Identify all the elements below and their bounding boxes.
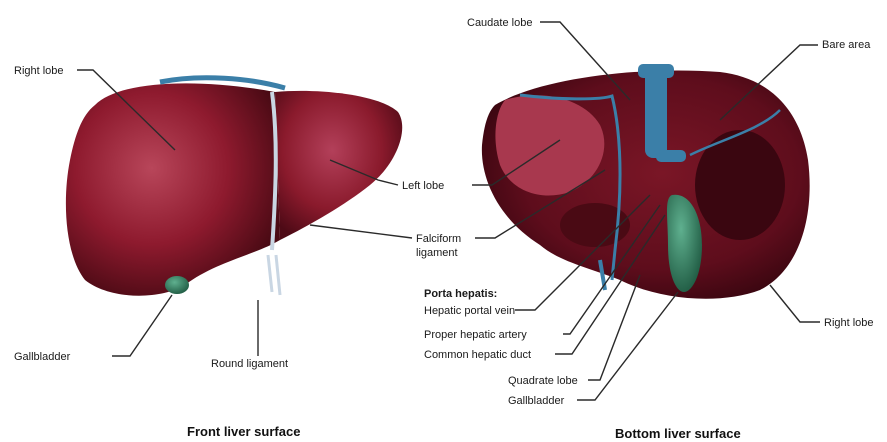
label-falciform-line2: ligament (416, 247, 458, 259)
label-common-hepatic-duct: Common hepatic duct (424, 349, 531, 361)
label-right-lobe-front: Right lobe (14, 65, 64, 77)
ivc-bottom-cap (656, 150, 686, 162)
front-liver (66, 78, 402, 296)
label-caudate-lobe: Caudate lobe (467, 17, 532, 29)
label-hepatic-portal-vein: Hepatic portal vein (424, 305, 515, 317)
label-gallbladder-bottom: Gallbladder (508, 395, 565, 407)
caption-front-surface: Front liver surface (187, 424, 300, 439)
caption-bottom-surface: Bottom liver surface (615, 426, 741, 441)
label-round-ligament: Round ligament (211, 358, 288, 370)
ivc-top-cap (638, 64, 674, 78)
label-right-lobe-bottom: Right lobe (824, 317, 874, 329)
front-gallbladder-shape (165, 276, 189, 294)
inferior-vena-cava-shape (645, 68, 667, 158)
front-right-lobe-shape (66, 83, 280, 295)
label-proper-hepatic-artery: Proper hepatic artery (424, 329, 527, 341)
front-left-lobe-shape (275, 91, 402, 240)
label-porta-hepatis: Porta hepatis: (424, 288, 497, 300)
label-gallbladder-front: Gallbladder (14, 351, 71, 363)
label-quadrate-lobe: Quadrate lobe (508, 375, 578, 387)
bottom-liver (482, 64, 810, 299)
label-falciform-line1: Falciform (416, 233, 461, 245)
label-bare-area: Bare area (822, 39, 871, 51)
label-left-lobe: Left lobe (402, 180, 444, 192)
round-ligament-shape (268, 255, 280, 295)
